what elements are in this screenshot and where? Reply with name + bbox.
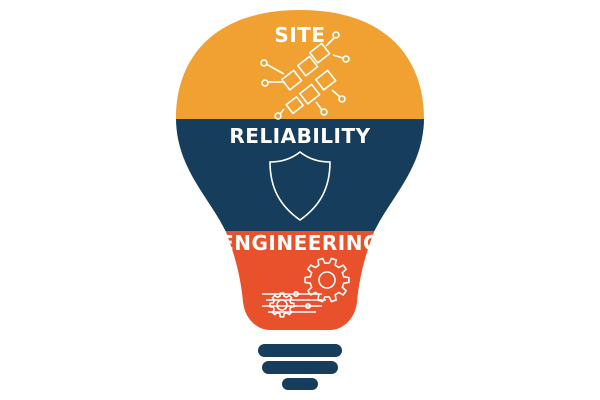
base-ring-bottom [282, 378, 318, 390]
gear-small-icon [269, 292, 295, 318]
gear-large-icon [304, 257, 350, 303]
base-ring-top [258, 344, 342, 357]
label-engineering: ENGINEERING [220, 231, 380, 255]
motion-lines [262, 290, 326, 313]
label-site: SITE [274, 23, 326, 47]
shield-icon [269, 150, 331, 221]
bulb-base [258, 344, 342, 390]
gears-icon [262, 257, 350, 318]
base-ring-middle [262, 361, 338, 374]
band-reliability [176, 119, 424, 231]
label-reliability: RELIABILITY [229, 124, 371, 148]
circuit-board-icon [260, 31, 350, 120]
bulb-body [176, 10, 424, 330]
